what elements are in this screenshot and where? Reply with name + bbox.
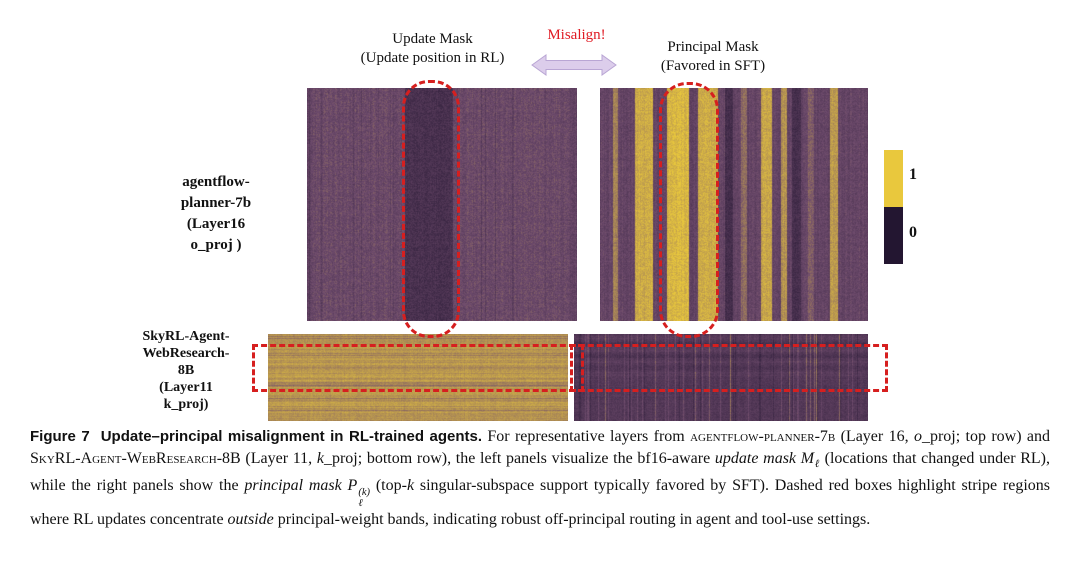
caption-mathvar-o: o [913,428,922,445]
caption-text: _proj; bottom row), the left panels visu… [323,450,715,467]
caption-text: (locations that changed under RL), while… [30,450,1051,495]
highlight-stadium-principal-stripe [659,82,719,338]
skyrl-principal-mask-heatmap [574,334,868,421]
principal-mask-title-line2: (Favored in SFT) [660,58,766,74]
caption-subscript-ell2: ℓ [358,498,363,510]
skyrl-row-label-line4: (Layer11 [159,380,213,395]
skyrl-row-label-line5: k_proj) [163,397,209,412]
highlight-stadium-update-stripe [402,80,460,338]
colorbar-value-0-swatch [884,207,903,264]
update-mask-title: Update Mask (Update position in RL) [330,30,535,68]
caption-outside-emphasis: outside [227,511,274,529]
misalign-label: Misalign! [547,27,606,43]
caption-mathvar-k: k [316,450,324,467]
agentflow-row-label: agentflow- planner-7b (Layer16 o_proj ) [140,172,292,256]
caption-text: principal-weight bands, indicating robus… [273,511,871,529]
caption-model-1: agentflow-planner-7b [690,428,836,445]
caption-title: Update–principal misalignment in RL-trai… [100,428,483,445]
agentflow-row-label-line2: planner-7b [180,195,252,211]
caption-update-mask-term: update mask [714,450,801,467]
agentflow-row-label-line4: o_proj ) [190,237,242,253]
caption-text: (Layer 11, [240,450,317,467]
figure-number: Figure 7 [30,428,90,445]
highlight-box-bottom-left [252,344,584,392]
caption-principal-mask-term: principal mask [244,477,348,495]
caption-mathvar-topk: k [406,477,415,495]
skyrl-row-label: SkyRL-Agent- WebResearch- 8B (Layer11 k_… [110,328,262,413]
agentflow-principal-mask-heatmap [600,88,868,321]
caption-text: _proj; top row) and [921,428,1050,445]
caption-model-2: SkyRL-Agent-WebResearch-8B [30,450,241,467]
agentflow-update-mask-heatmap [307,88,577,321]
colorbar-value-1-swatch [884,150,903,207]
caption-superscript-k: (k) [358,486,371,498]
figure-caption: Figure 7 Update–principal misalignment in… [30,426,1050,531]
caption-mathvar-P: P [347,477,358,495]
caption-text: singular-subspace support typically favo… [30,477,1051,529]
principal-mask-title-line1: Principal Mask [667,39,759,55]
agentflow-row-label-line3: (Layer16 [186,216,246,232]
colorbar-label-0: 0 [909,224,917,241]
highlight-box-bottom-right [570,344,888,392]
skyrl-row-label-line2: WebResearch- [142,346,230,361]
caption-mathvar-M: M [800,450,815,467]
caption-subscript-ell: ℓ [814,458,820,471]
caption-text: (Layer 16, [835,428,914,445]
skyrl-update-mask-heatmap [268,334,568,421]
double-arrow-svg [531,54,617,76]
caption-text: For representative layers from [482,428,691,445]
update-mask-title-line2: (Update position in RL) [360,50,505,66]
principal-mask-title: Principal Mask (Favored in SFT) [608,38,818,76]
agentflow-row-label-line1: agentflow- [182,174,250,190]
colorbar-label-1: 1 [909,166,917,183]
double-arrow-icon [531,53,617,77]
update-mask-title-line1: Update Mask [392,31,473,47]
colorbar [884,150,903,264]
skyrl-row-label-line1: SkyRL-Agent- [142,329,230,344]
skyrl-row-label-line3: 8B [177,363,195,378]
caption-P-scripts: (k)ℓ [358,487,370,509]
caption-text: (top- [370,477,407,495]
